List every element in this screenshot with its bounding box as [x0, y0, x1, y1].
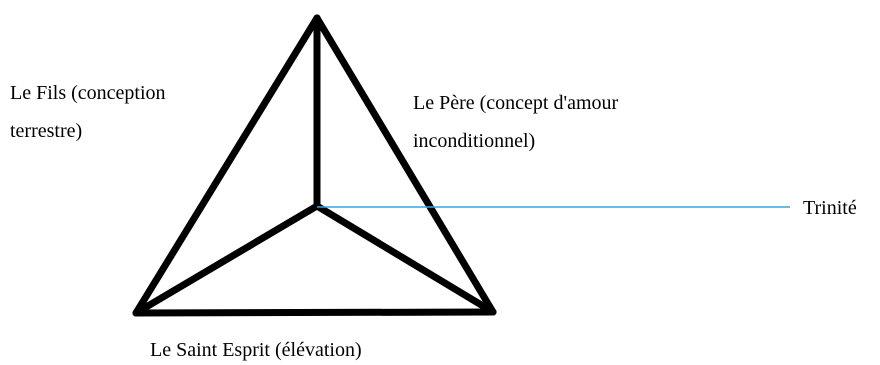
- edge-base: [132, 308, 497, 317]
- trinity-label: Trinité: [803, 197, 857, 219]
- father-label-line-2: inconditionnel): [413, 130, 535, 152]
- edge-top-left: [132, 14, 321, 317]
- son-label-line-2: terrestre): [10, 120, 82, 142]
- son-label-line-1: Le Fils (conception: [10, 82, 166, 104]
- edge-center-left: [132, 202, 321, 317]
- edge-center-right: [313, 202, 497, 316]
- father-label-line-1: Le Père (concept d'amour: [413, 92, 619, 114]
- tetrahedron: [132, 14, 497, 317]
- edge-top-right: [313, 14, 497, 316]
- holy-spirit-label: Le Saint Esprit (élévation): [150, 339, 362, 361]
